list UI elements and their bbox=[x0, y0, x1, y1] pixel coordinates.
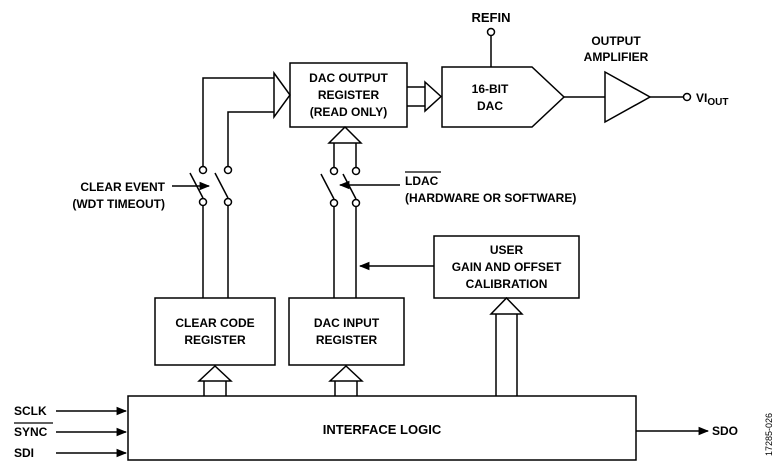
interface-logic-label: INTERFACE LOGIC bbox=[323, 422, 442, 437]
bus-clear-to-outreg bbox=[202, 70, 291, 166]
dac-16bit-line1: 16-BIT bbox=[472, 82, 509, 96]
refin-label: REFIN bbox=[472, 10, 511, 25]
user-calibration-line2: GAIN AND OFFSET bbox=[452, 260, 562, 274]
viout-terminal bbox=[682, 92, 692, 102]
bus-interface-to-dacinput bbox=[328, 364, 364, 396]
figure-code: 17285-026 bbox=[764, 413, 774, 456]
viout-label: VIOUT bbox=[696, 91, 728, 108]
dac-output-register-box bbox=[289, 62, 408, 128]
clear-event-switch bbox=[172, 165, 233, 298]
output-amplifier-line1: OUTPUT bbox=[591, 34, 641, 48]
viout-sub: OUT bbox=[707, 97, 728, 108]
dac-input-register-line2: REGISTER bbox=[316, 333, 378, 347]
sync-label: SYNC bbox=[14, 425, 48, 439]
output-amplifier-line2: AMPLIFIER bbox=[584, 50, 649, 64]
bus-interface-to-calibration bbox=[489, 296, 524, 396]
bus-ldac-to-outreg bbox=[327, 125, 363, 167]
clear-code-register-box bbox=[154, 297, 276, 366]
user-calibration-line1: USER bbox=[490, 243, 524, 257]
sdi-label: SDI bbox=[14, 446, 34, 460]
bus-interface-to-clearcode bbox=[197, 364, 233, 396]
dac-16bit-block bbox=[441, 66, 566, 128]
dac-output-register-line1: DAC OUTPUT bbox=[309, 71, 388, 85]
refin-terminal bbox=[486, 27, 496, 37]
user-calibration-line3: CALIBRATION bbox=[466, 277, 548, 291]
clear-code-register-line1: CLEAR CODE bbox=[175, 316, 254, 330]
sdo-label: SDO bbox=[712, 424, 738, 438]
dac-output-register-line3: (READ ONLY) bbox=[310, 105, 388, 119]
user-calibration-box bbox=[433, 235, 580, 299]
clear-event-line2: (WDT TIMEOUT) bbox=[72, 197, 165, 211]
clear-event-line1: CLEAR EVENT bbox=[80, 180, 165, 194]
dac-16bit-line2: DAC bbox=[477, 99, 503, 113]
dac-input-register-box bbox=[288, 297, 405, 366]
bus-outreg-to-dac bbox=[407, 80, 443, 113]
sclk-label: SCLK bbox=[14, 404, 47, 418]
ldac-switch bbox=[320, 166, 400, 298]
ldac-note: (HARDWARE OR SOFTWARE) bbox=[405, 191, 576, 205]
dac-output-register-line2: REGISTER bbox=[318, 88, 380, 102]
ldac-label: LDAC bbox=[405, 174, 439, 188]
clear-code-register-line2: REGISTER bbox=[184, 333, 246, 347]
viout-main: VI bbox=[696, 91, 707, 105]
interface-logic-box bbox=[127, 395, 637, 461]
output-amplifier-symbol bbox=[604, 70, 652, 124]
dac-input-register-line1: DAC INPUT bbox=[314, 316, 380, 330]
